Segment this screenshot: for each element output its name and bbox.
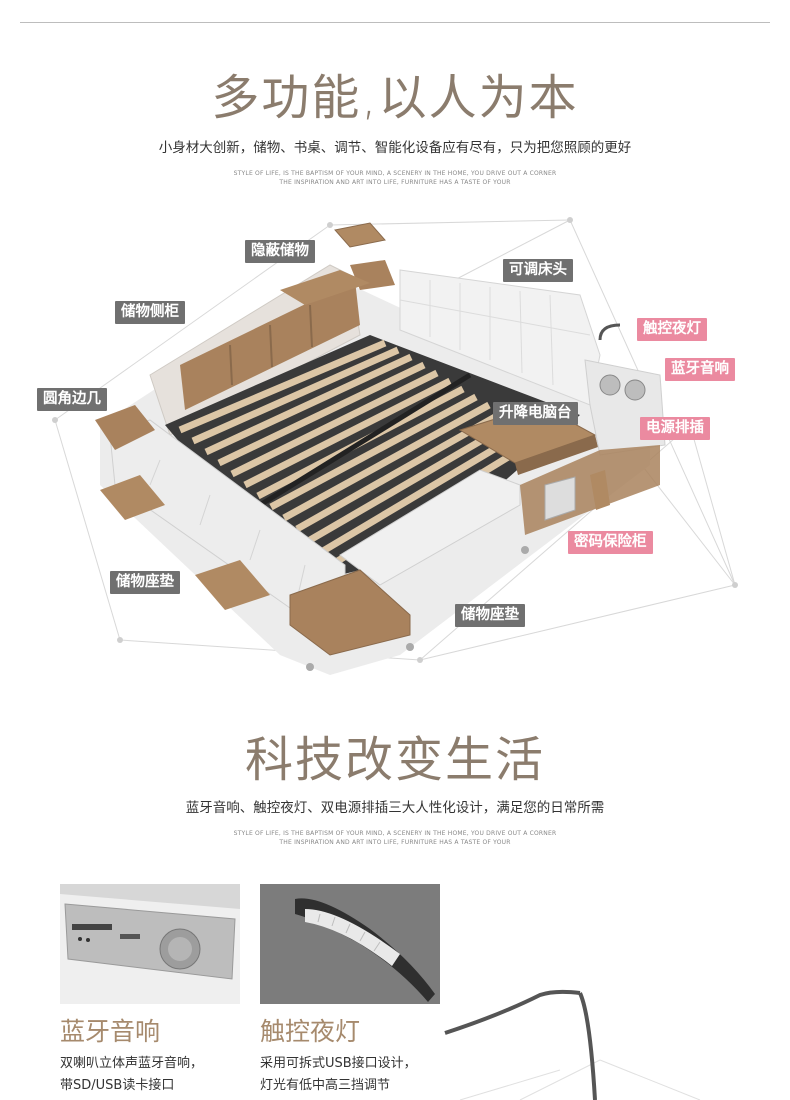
tagline-1-line2: THE INSPIRATION AND ART INTO LIFE, FURNI… — [279, 179, 511, 186]
section-title-technology: 科技改变生活 — [244, 732, 545, 788]
speaker-photo — [60, 884, 240, 1004]
section-subtitle-technology: 蓝牙音响、触控夜灯、双电源排插三大人性化设计，满足您的日常所需 — [185, 800, 605, 816]
feature-title-touch-light: 触控夜灯 — [260, 1017, 361, 1046]
network-nodes — [52, 217, 738, 663]
label-side-cabinet: 储物侧柜 — [115, 301, 185, 324]
label-round-corner-table: 圆角边几 — [37, 388, 107, 411]
label-storage-seat-left: 储物座垫 — [110, 571, 180, 594]
night-lamp-icon — [260, 884, 440, 1004]
label-password-safe: 密码保险柜 — [568, 531, 653, 554]
tagline-2-line1: STYLE OF LIFE, IS THE BAPTISM OF YOUR MI… — [233, 830, 557, 837]
label-touch-night-light: 触控夜灯 — [637, 318, 707, 341]
section-subtitle-multifunction: 小身材大创新，储物、书桌、调节、智能化设备应有尽有，只为把您照顾的更好 — [158, 140, 632, 156]
tagline-1: STYLE OF LIFE, IS THE BAPTISM OF YOUR MI… — [0, 169, 790, 187]
bed-illustration: 隐蔽储物 储物侧柜 圆角边几 储物座垫 储物座垫 可调床头 升降电脑台 触控夜灯… — [0, 185, 790, 685]
lamp-arm-decoration — [444, 989, 701, 1100]
tagline-2: STYLE OF LIFE, IS THE BAPTISM OF YOUR MI… — [0, 829, 790, 847]
label-hidden-storage: 隐蔽储物 — [245, 240, 315, 263]
feature-title-bluetooth-speaker: 蓝牙音响 — [60, 1017, 161, 1046]
tagline-1-line1: STYLE OF LIFE, IS THE BAPTISM OF YOUR MI… — [233, 170, 557, 177]
speaker-panel-icon — [60, 884, 240, 1004]
label-adjustable-headboard: 可调床头 — [503, 259, 573, 282]
feature-desc-light-line2: 灯光有低中高三挡调节 — [260, 1078, 391, 1093]
bed-drawing — [52, 217, 738, 675]
lamp-photo — [260, 884, 440, 1004]
section-title-multifunction: 多功能,以人为本 — [211, 70, 579, 126]
top-divider — [20, 22, 770, 23]
label-storage-seat-right: 储物座垫 — [455, 604, 525, 627]
feature-desc-bluetooth-line1: 双喇叭立体声蓝牙音响， — [60, 1056, 204, 1071]
label-bluetooth-speaker: 蓝牙音响 — [665, 358, 735, 381]
label-power-strip: 电源排插 — [640, 417, 710, 440]
feature-desc-bluetooth-line2: 带SD/USB读卡接口 — [60, 1078, 175, 1093]
tagline-2-line2: THE INSPIRATION AND ART INTO LIFE, FURNI… — [279, 839, 511, 846]
label-lift-computer-desk: 升降电脑台 — [493, 402, 578, 425]
feature-desc-light-line1: 采用可拆式USB接口设计， — [260, 1056, 417, 1071]
